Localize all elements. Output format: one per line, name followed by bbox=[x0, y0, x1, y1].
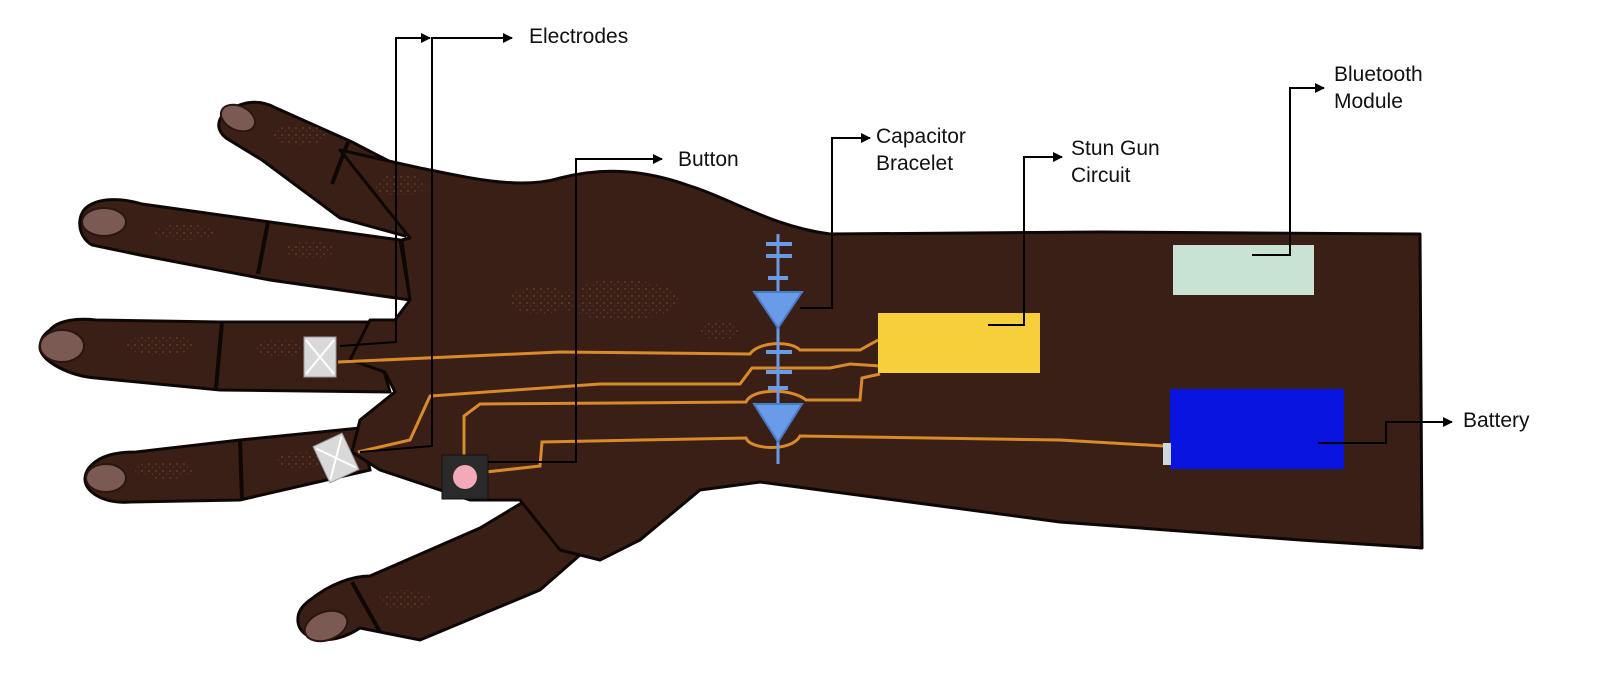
electrodes-label: Electrodes bbox=[529, 25, 629, 48]
battery-pack bbox=[1170, 389, 1344, 469]
wire-button-to-circuit bbox=[462, 372, 881, 474]
fingernails bbox=[39, 103, 349, 643]
wiring-traces bbox=[337, 338, 1165, 474]
electrode-pad-icon bbox=[312, 432, 360, 484]
push-button-icon bbox=[441, 454, 489, 500]
arrow-icon bbox=[339, 33, 431, 347]
battery-label: Battery bbox=[1463, 409, 1530, 432]
capacitor-bracelet-label: Capacitor Bracelet bbox=[876, 125, 966, 175]
ring-nail bbox=[39, 329, 85, 363]
arrow-icon bbox=[1318, 417, 1453, 444]
knuckle-creases bbox=[214, 141, 382, 633]
index-finger bbox=[217, 100, 412, 238]
bluetooth-module-board bbox=[1173, 245, 1314, 295]
leader-lines bbox=[339, 33, 1453, 463]
arrow-icon bbox=[988, 152, 1063, 326]
bluetooth-module-label: Bluetooth Module bbox=[1334, 63, 1423, 113]
button-label: Button bbox=[678, 148, 739, 171]
little-nail bbox=[85, 463, 127, 493]
capacitor-icon bbox=[766, 242, 792, 390]
capacitor-icon bbox=[752, 403, 804, 444]
capacitor-bracelet bbox=[752, 234, 804, 464]
little-finger bbox=[83, 426, 372, 504]
arrow-icon bbox=[800, 133, 871, 309]
index-nail bbox=[219, 103, 257, 133]
stun-gun-circuit-board bbox=[878, 313, 1040, 373]
arrow-icon bbox=[1252, 83, 1325, 256]
battery-terminal bbox=[1163, 443, 1171, 465]
electrode-pad-icon bbox=[303, 336, 337, 378]
capacitor-icon bbox=[752, 291, 804, 330]
arrow-icon bbox=[359, 33, 513, 453]
arrow-icon bbox=[488, 154, 663, 463]
middle-nail bbox=[81, 207, 127, 237]
wire-electrode-bottom bbox=[357, 362, 881, 454]
stun-gun-circuit-label: Stun Gun Circuit bbox=[1071, 137, 1160, 187]
thumb-nail bbox=[303, 609, 349, 643]
skin-texture bbox=[126, 125, 740, 610]
wire-button-to-battery bbox=[485, 434, 1165, 474]
wire-electrode-top bbox=[337, 338, 879, 364]
hand-arm-illustration bbox=[38, 100, 1424, 643]
